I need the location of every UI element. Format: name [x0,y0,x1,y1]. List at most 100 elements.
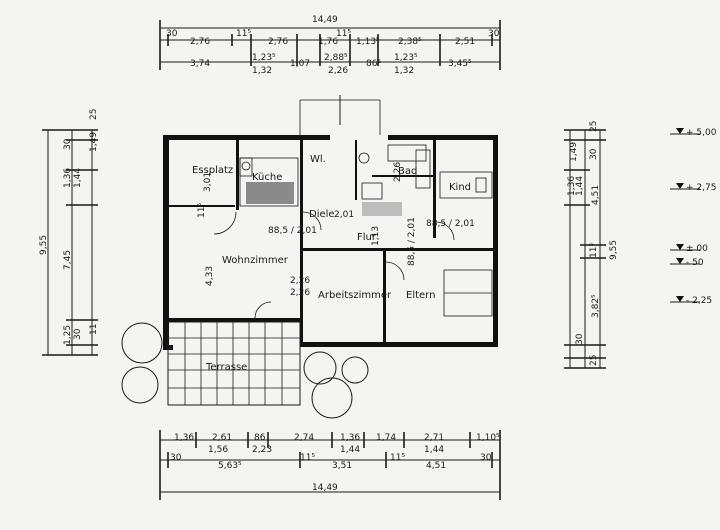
top-dim-4: 2,76 [268,37,288,47]
dim-eltern-door: 88,5 / 2,01 [407,217,417,266]
left-dim-5: 1,44 [73,168,83,188]
level-marker-3: ± 00 [670,244,708,254]
bottom-dim-2: 2,61 [212,433,232,443]
terrace-grid [167,321,301,406]
left-dimension-lines: 25 30 1,49 1,36 1,44 9,55 7,45 1,25 30 1… [39,109,99,356]
bottom-dim-4: 86 [254,433,266,443]
dim-wohn-height: 4,33 [205,266,215,286]
top-dim-row2-7: 86⁵ [366,59,381,69]
dim-mid-bottom: 2,26 [290,288,310,298]
bathroom-fixtures [358,144,431,216]
room-arbeitszimmer: Arbeitszimmer [318,290,392,301]
bottom-dim-5: 2,23 [252,445,272,455]
room-wohnzimmer: Wohnzimmer [222,255,289,266]
level-marker-5: - 2,25 [670,296,712,306]
top-dimension-lines: 14,49 30 2,76 11⁵ 2,76 1,76 11⁵ 1,13⁵ 2,… [159,15,501,76]
room-wc: Wl. [310,154,326,165]
top-dim-9: 2,51 [455,37,475,47]
top-dim-6: 11⁵ [336,29,351,39]
bottom-dim-1: 1,36 [174,433,194,443]
top-dim-10: 30 [488,29,500,39]
top-dim-row2-4: 1,07 [290,59,310,69]
right-dim-5: 1,44 [575,176,585,196]
dim-bad-a: 2,26 [393,162,403,182]
bottom-dim-row2-6: 4,51 [426,461,446,471]
room-bad: Bad [398,166,417,177]
top-dim-row2-2: 1,23⁵ [252,53,276,63]
room-terrasse: Terrasse [205,362,247,373]
bottom-dim-row2-4: 3,51 [332,461,352,471]
level-label-1: + 5,00 [686,128,717,138]
left-dim-4: 1,36 [63,168,73,188]
top-dim-7: 1,13⁵ [356,37,380,47]
room-diele: Diele [309,209,335,220]
bottom-dim-12: 1,10⁵ [476,433,500,443]
top-dim-3: 11⁵ [236,29,251,39]
bottom-dim-row2-3: 11⁵ [300,453,315,463]
left-dim-2: 30 [63,138,73,150]
bottom-dim-row2-2: 5,63⁵ [218,461,242,471]
top-dim-2: 2,76 [190,37,210,47]
room-kueche: Küche [252,172,282,183]
top-dim-8: 2,38⁵ [398,37,422,47]
right-dim-4: 1,36 [567,176,577,196]
bottom-dim-11: 1,44 [424,445,444,455]
dim-flur-b: 1,13 [371,226,381,246]
kind-furniture [439,171,493,199]
dim-kueche-height: 3,01 [203,172,213,192]
bottom-dim-8: 1,44 [340,445,360,455]
level-label-4: - 50 [686,258,704,268]
bottom-dim-6: 2,74 [294,433,314,443]
right-dim-7: 9,55 [609,240,619,260]
top-dim-1: 30 [166,29,178,39]
bottom-dim-3: 1,56 [208,445,228,455]
right-dim-1: 25 [589,121,599,132]
level-label-2: + 2,75 [686,183,716,193]
level-label-3: ± 00 [686,244,708,254]
room-flur: Flur [357,232,377,243]
right-dim-6: 4,51 [591,185,601,205]
right-dim-10: 30 [575,333,585,345]
doors [213,211,455,319]
left-dim-6: 9,55 [39,235,49,255]
left-dim-10: 11 [89,324,99,335]
right-dim-11: 25 [589,355,599,366]
room-kind: Kind [449,182,471,193]
inner-walls [169,140,493,345]
left-dim-7: 7,45 [63,250,73,270]
room-essplatz: Essplatz [192,165,233,176]
bottom-dimension-lines: 1,36 2,61 1,56 86 2,23 2,74 1,36 1,44 1,… [159,430,501,500]
left-dim-3: 1,49 [89,132,99,152]
level-label-5: - 2,25 [686,296,712,306]
room-eltern: Eltern [406,290,435,301]
left-dim-9: 30 [73,328,83,340]
top-dim-5: 1,76 [318,37,338,47]
kitchen-counter [239,157,299,207]
bottom-dim-7: 1,36 [340,433,360,443]
top-dim-row2-1: 3,74 [190,59,210,69]
top-dim-row2-9: 1,32 [394,66,414,76]
bottom-dim-9: 1,74 [376,433,396,443]
dim-door-wohn: 88,5 / 2,01 [268,226,317,236]
bottom-dim-row2-5: 11⁵ [390,453,405,463]
inner-dimensions: 3,01 4,33 88,5 / 2,01 11⁵ 2,01 88,5 / 2,… [197,162,475,298]
top-dim-row2-6: 2,26 [328,66,348,76]
right-dim-9: 3,82⁵ [591,294,601,318]
dim-door-kueche: 11⁵ [197,203,207,218]
left-dim-1: 25 [89,109,99,120]
dim-mid-top: 2,26 [290,276,310,286]
bottom-dim-10: 2,71 [424,433,444,443]
top-total-dim: 14,49 [312,15,338,25]
dim-door-diele: 2,01 [334,210,354,220]
right-dim-2: 1,49 [569,142,579,162]
right-dim-8: 11⁵ [589,243,599,258]
plants [121,322,369,419]
bottom-dim-row2-1: 30 [170,453,182,463]
level-marker-4: - 50 [670,258,704,268]
eltern-furniture [443,269,493,317]
left-dim-8: 1,25 [63,325,73,345]
right-dim-3: 30 [589,148,599,160]
level-marker-1: + 5,00 [670,128,717,138]
right-dimension-lines: 25 1,49 30 1,36 1,44 4,51 9,55 11⁵ 3,82⁵… [564,121,619,369]
